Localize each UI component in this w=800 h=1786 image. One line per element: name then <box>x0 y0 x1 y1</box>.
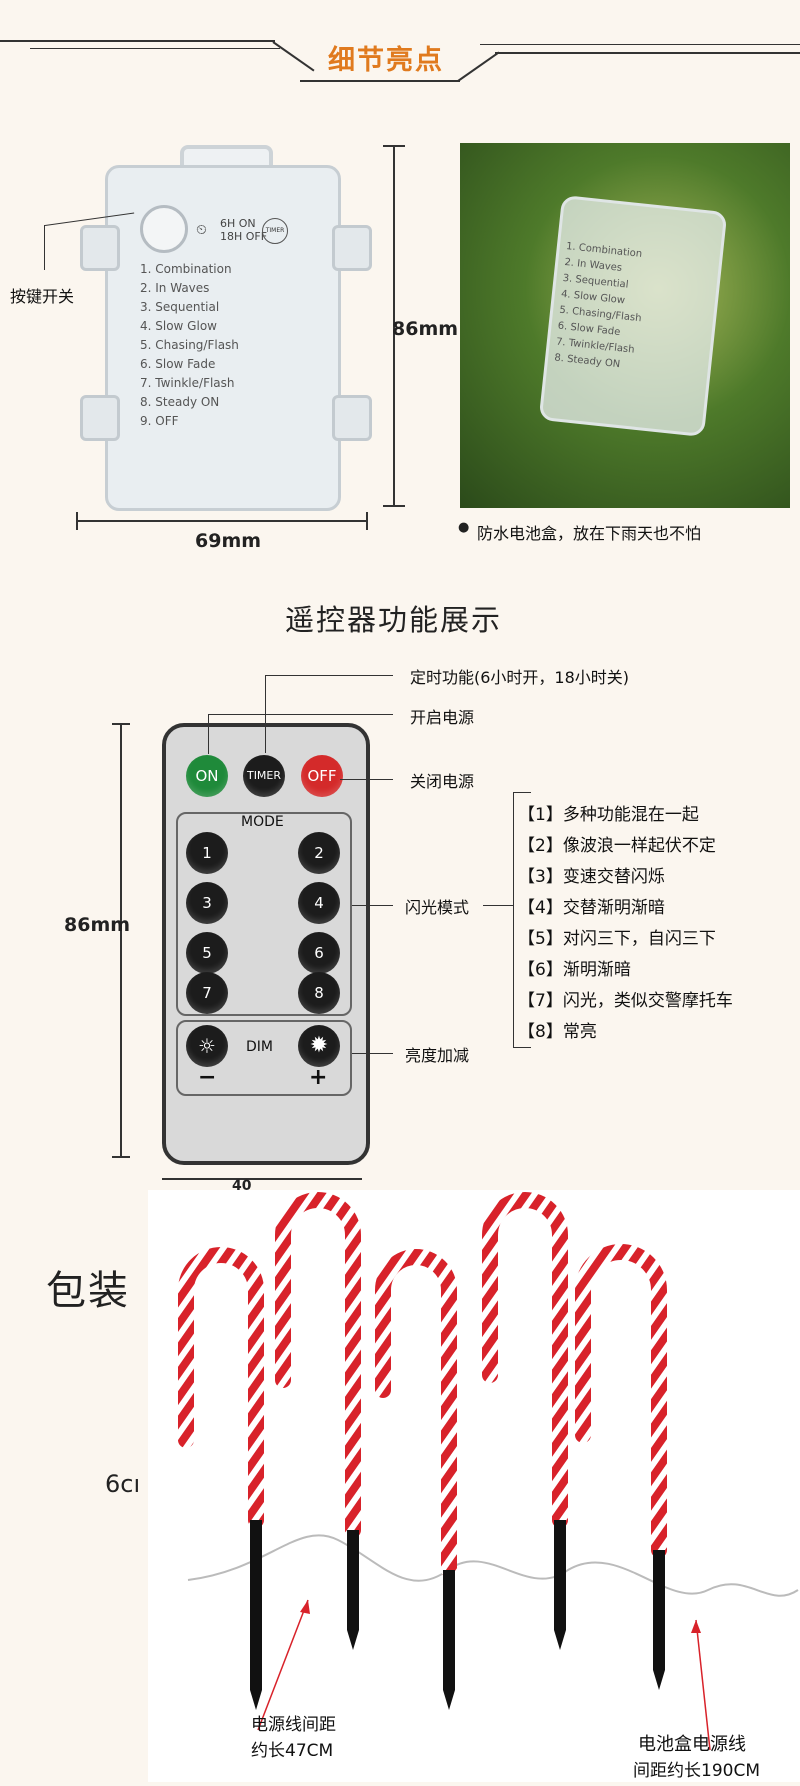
mode-desc-5: 【5】对闪三下，自闪三下 <box>518 929 716 949</box>
brightness-label: 亮度加减 <box>405 1046 470 1065</box>
candy-canes-svg <box>178 1192 799 1751</box>
timer-function-label: 定时功能(6小时开，18小时关) <box>410 668 630 687</box>
dim-up-sun-icon: ✹ <box>298 1025 340 1067</box>
timer-badge: TIMER <box>262 218 288 244</box>
dim-label: DIM <box>246 1039 273 1055</box>
candy-cane-panel: 电源线间距 约长47CM 电池盒电源线 间距约长190CM <box>148 1190 800 1782</box>
power-button-icon <box>140 205 188 253</box>
photo-mode-list: 1. Combination 2. In Waves 3. Sequential… <box>554 239 649 375</box>
mode-1-button: 1 <box>186 832 228 874</box>
box-clip <box>332 225 372 271</box>
mode-line: 7. Twinkle/Flash <box>140 376 235 390</box>
mode-line: 6. Slow Fade <box>140 357 216 371</box>
button-switch-label: 按键开关 <box>10 287 75 306</box>
candy-cane <box>275 1192 361 1650</box>
battery-mode-list: 1. Combination 2. In Waves 3. Sequential… <box>140 260 239 431</box>
minus-sign: − <box>198 1065 217 1090</box>
off-button: OFF <box>301 755 343 797</box>
mode-7-button: 7 <box>186 972 228 1014</box>
dim-down-sun-icon: ☼ <box>186 1025 228 1067</box>
clock-icon: ⏲ <box>196 222 207 238</box>
mode-line: 8. Steady ON <box>140 395 220 409</box>
wire-spacing-label-2: 约长47CM <box>251 1741 334 1761</box>
mode-label: MODE <box>241 814 284 830</box>
header-title: 细节亮点 <box>328 45 444 76</box>
plus-sign: + <box>309 1065 328 1090</box>
box-clip <box>80 225 120 271</box>
power-on-label: 开启电源 <box>410 708 475 727</box>
box-height-label: 86mm <box>392 318 459 340</box>
mode-desc-2: 【2】像波浪一样起伏不定 <box>518 836 716 856</box>
timer-info: 6H ON 18H OFF <box>220 217 267 243</box>
mode-desc-7: 【7】闪光，类似交警摩托车 <box>518 991 733 1011</box>
waterproof-box-photo: 1. Combination 2. In Waves 3. Sequential… <box>460 143 790 508</box>
box-width-label: 69mm <box>195 530 262 552</box>
power-off-label: 关闭电源 <box>410 772 475 791</box>
box-clip <box>332 395 372 441</box>
dim-panel <box>176 1020 352 1096</box>
flash-mode-label: 闪光模式 <box>405 898 470 917</box>
package-title: 包装 <box>46 1268 130 1314</box>
mode-4-button: 4 <box>298 882 340 924</box>
bullet-icon: ● <box>458 520 470 535</box>
mode-desc-1: 【1】多种功能混在一起 <box>518 805 699 825</box>
on-button: ON <box>186 755 228 797</box>
timer-on-text: 6H ON <box>220 217 256 230</box>
mode-line: 3. Sequential <box>140 300 220 314</box>
mode-8-button: 8 <box>298 972 340 1014</box>
timer-button: TIMER <box>243 755 285 797</box>
mode-desc-4: 【4】交替渐明渐暗 <box>518 898 665 918</box>
mode-line: 5. Chasing/Flash <box>140 338 239 352</box>
timer-off-text: 18H OFF <box>220 230 268 243</box>
battery-wire-label-1: 电池盒电源线 <box>638 1734 746 1755</box>
remote-section-title: 遥控器功能展示 <box>285 603 503 637</box>
wire-spacing-label-1: 电源线间距 <box>251 1715 336 1735</box>
mode-desc-8: 【8】常亮 <box>518 1022 597 1042</box>
mode-5-button: 5 <box>186 932 228 974</box>
mode-line: 1. Combination <box>140 262 232 276</box>
candy-cane <box>375 1249 457 1710</box>
mode-6-button: 6 <box>298 932 340 974</box>
candy-cane <box>482 1192 568 1650</box>
mode-desc-3: 【3】变速交替闪烁 <box>518 867 665 887</box>
remote-control: ON TIMER OFF MODE 1 2 3 4 5 6 7 8 ☼ ✹ DI… <box>162 723 370 1165</box>
waterproof-caption: 防水电池盒，放在下雨天也不怕 <box>477 524 702 543</box>
candy-cane <box>575 1244 667 1690</box>
box-clip <box>80 395 120 441</box>
mode-panel <box>176 812 352 1016</box>
mode-line: 9. OFF <box>140 414 179 428</box>
mode-desc-6: 【6】渐明渐暗 <box>518 960 631 980</box>
mode-2-button: 2 <box>298 832 340 874</box>
package-side-text: 6cı <box>105 1470 141 1498</box>
mode-line: 4. Slow Glow <box>140 319 217 333</box>
battery-wire-label-2: 间距约长190CM <box>633 1761 760 1781</box>
mode-3-button: 3 <box>186 882 228 924</box>
remote-height-label: 86mm <box>64 914 131 936</box>
mode-line: 2. In Waves <box>140 281 210 295</box>
candy-cane <box>178 1247 264 1710</box>
